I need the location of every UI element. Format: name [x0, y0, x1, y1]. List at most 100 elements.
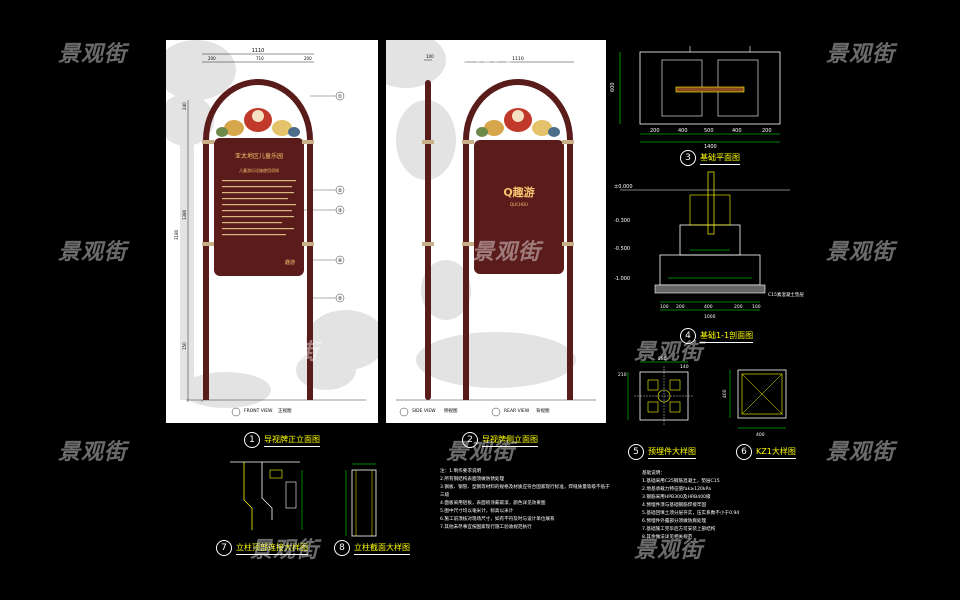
rear-cartoon-characters-icon	[476, 108, 560, 137]
detail5-dim-b: 280	[658, 356, 667, 362]
front-view-panel: 1110 200 710 200 3180 240 1380 150 亚太地区儿…	[156, 40, 386, 423]
rear-sign-logo: Q趣游	[503, 185, 534, 199]
callout-1: ①	[338, 94, 343, 100]
dim-side-a: 240	[182, 102, 187, 110]
callout-4: ④	[338, 258, 343, 264]
caption-4: 4 基础1-1剖面图	[680, 328, 754, 344]
caption-2-number: 2	[462, 432, 478, 448]
section-dim-d: 200	[734, 304, 743, 310]
side-view-label: SIDE VIEW	[412, 408, 436, 414]
caption-1-text: 导视牌正立面图	[264, 434, 320, 447]
notes-right-line: 5.基础回填土须分层夯实，压实系数不小于0.94	[642, 511, 740, 516]
detail6-dim-h: 400	[722, 389, 728, 398]
dim-top-b: 710	[256, 56, 264, 61]
caption-3-text: 基础平面图	[700, 152, 740, 165]
section-level-3: -1.000	[614, 276, 630, 282]
caption-4-number: 4	[680, 328, 696, 344]
rear-sign-board	[474, 140, 564, 274]
detail5-dim-a: 210	[618, 372, 627, 378]
caption-3: 3 基础平面图	[680, 150, 740, 166]
sign-brand: 趣游	[285, 259, 295, 266]
notes-left-line: 3.钢板、钢管、型钢等材料的规格及材质应符合国家现行标准，焊缝质量等级不低于三级	[440, 485, 610, 498]
rear-dim-top: 1110	[512, 56, 524, 62]
watermark: 景观街	[826, 42, 896, 67]
watermark: 景观街	[58, 42, 128, 67]
caption-7: 7 立柱顶部连接大样图	[216, 540, 308, 556]
section-dim-b: 200	[676, 304, 685, 310]
watermark: 景观街	[250, 340, 320, 365]
notes-right-title: 基础说明：	[642, 471, 665, 476]
notes-left: 注：1.制作要求说明 2.所有钢结构表面须做防锈处理 3.钢板、钢管、型钢等材料…	[440, 468, 612, 532]
caption-6: 6 KZ1大样图	[736, 444, 796, 460]
notes-right-line: 1.基础采用C25钢筋混凝土，垫层C15	[642, 479, 720, 484]
watermark: 景观街	[826, 240, 896, 265]
watermark: 景观街	[446, 440, 516, 465]
rear-view-panel: 1110 100 Q趣游 QUCHOU SIDE VIEW 侧视图 RE	[366, 32, 606, 423]
notes-left-title: 注：1.制作要求说明	[440, 469, 482, 474]
notes-right-line: 8.其余做法详见相关规范	[642, 535, 693, 540]
watermark: 景观街	[634, 538, 704, 563]
caption-7-text: 立柱顶部连接大样图	[236, 542, 308, 555]
post-section	[345, 463, 377, 537]
caption-5: 5 预埋件大样图	[628, 444, 696, 460]
side-view-label-cn: 侧视图	[444, 407, 458, 414]
section-level-2: -0.500	[614, 246, 630, 252]
caption-1-number: 1	[244, 432, 260, 448]
notes-right-line: 2.地基承载力特征值fak≥120kPa	[642, 487, 711, 492]
caption-7-number: 7	[216, 540, 232, 556]
dim-side-c: 150	[182, 342, 187, 350]
detail6-dim-w: 400	[756, 432, 765, 438]
section-level-1: -0.300	[614, 218, 630, 224]
notes-right: 基础说明： 1.基础采用C25钢筋混凝土，垫层C15 2.地基承载力特征值fak…	[642, 470, 812, 542]
watermark: 景观街	[250, 538, 320, 563]
section-note: C15素混凝土垫层	[768, 291, 804, 298]
watermark: 景观街	[634, 340, 704, 365]
post-top-connection	[230, 461, 303, 530]
rear-view-label-cn: 背视图	[536, 407, 550, 414]
callout-3: ③	[338, 208, 342, 214]
kz1-column-section	[729, 369, 787, 429]
dim-top-c: 200	[304, 56, 312, 61]
notes-right-line: 6.预埋件外露部分须做防腐处理	[642, 519, 707, 524]
front-view-drawing: 1110 200 710 200 3180 240 1380 150 亚太地区儿…	[156, 40, 386, 417]
rear-dim-left: 100	[426, 54, 434, 59]
notes-right-line: 3.钢筋采用HPB300及HRB400级	[642, 495, 711, 500]
caption-3-number: 3	[680, 150, 696, 166]
watermark: 景观街	[58, 440, 128, 465]
watermark: 景观街	[446, 42, 516, 67]
rear-view-drawing: 1110 100 Q趣游 QUCHOU SIDE VIEW 侧视图 RE	[366, 32, 596, 417]
watermark: 景观街	[826, 440, 896, 465]
detail5-dim-c: 140	[680, 364, 689, 370]
notes-left-line: 6.施工前须核对现场尺寸，如有不符及时与设计单位联系	[440, 517, 555, 522]
caption-8-text: 立柱截面大样图	[354, 542, 410, 555]
plan-total: 1400	[704, 144, 717, 150]
notes-right-line: 7.基础施工完毕后方可安装上部结构	[642, 527, 716, 532]
sign-subtitle: 儿童游乐设施使用须知	[239, 167, 279, 173]
plan-dim-b: 400	[678, 128, 688, 134]
notes-left-line: 7.其他未尽事宜按国家现行施工验收规范执行	[440, 525, 532, 530]
dim-side-total: 3180	[174, 229, 179, 240]
notes-left-line: 5.图中尺寸均以毫米计，标高以米计	[440, 509, 514, 514]
caption-5-text: 预埋件大样图	[648, 446, 696, 459]
caption-8-number: 8	[334, 540, 350, 556]
callout-5: ⑤	[338, 296, 342, 302]
notes-right-line: 4.预埋件须与基础钢筋焊接牢固	[642, 503, 707, 508]
plan-dim-a: 200	[650, 128, 660, 134]
embedded-plate	[627, 361, 694, 426]
watermark: 景观街	[58, 240, 128, 265]
plan-dim-d: 400	[732, 128, 742, 134]
plan-dim-e: 200	[762, 128, 772, 134]
notes-left-line: 2.所有钢结构表面须做防锈处理	[440, 477, 505, 482]
plan-side: 600	[610, 82, 616, 92]
rear-view-label: REAR VIEW	[504, 408, 530, 414]
dim-side-b: 1380	[182, 209, 187, 220]
plan-dim-c: 500	[704, 128, 714, 134]
front-view-label: FRONT VIEW	[244, 408, 273, 414]
caption-8: 8 立柱截面大样图	[334, 540, 410, 556]
sign-title: 亚太地区儿童乐园	[235, 152, 283, 160]
cartoon-characters-icon	[216, 108, 300, 137]
caption-4-text: 基础1-1剖面图	[700, 330, 754, 343]
caption-6-number: 6	[736, 444, 752, 460]
watermark: 景观街	[472, 240, 542, 265]
